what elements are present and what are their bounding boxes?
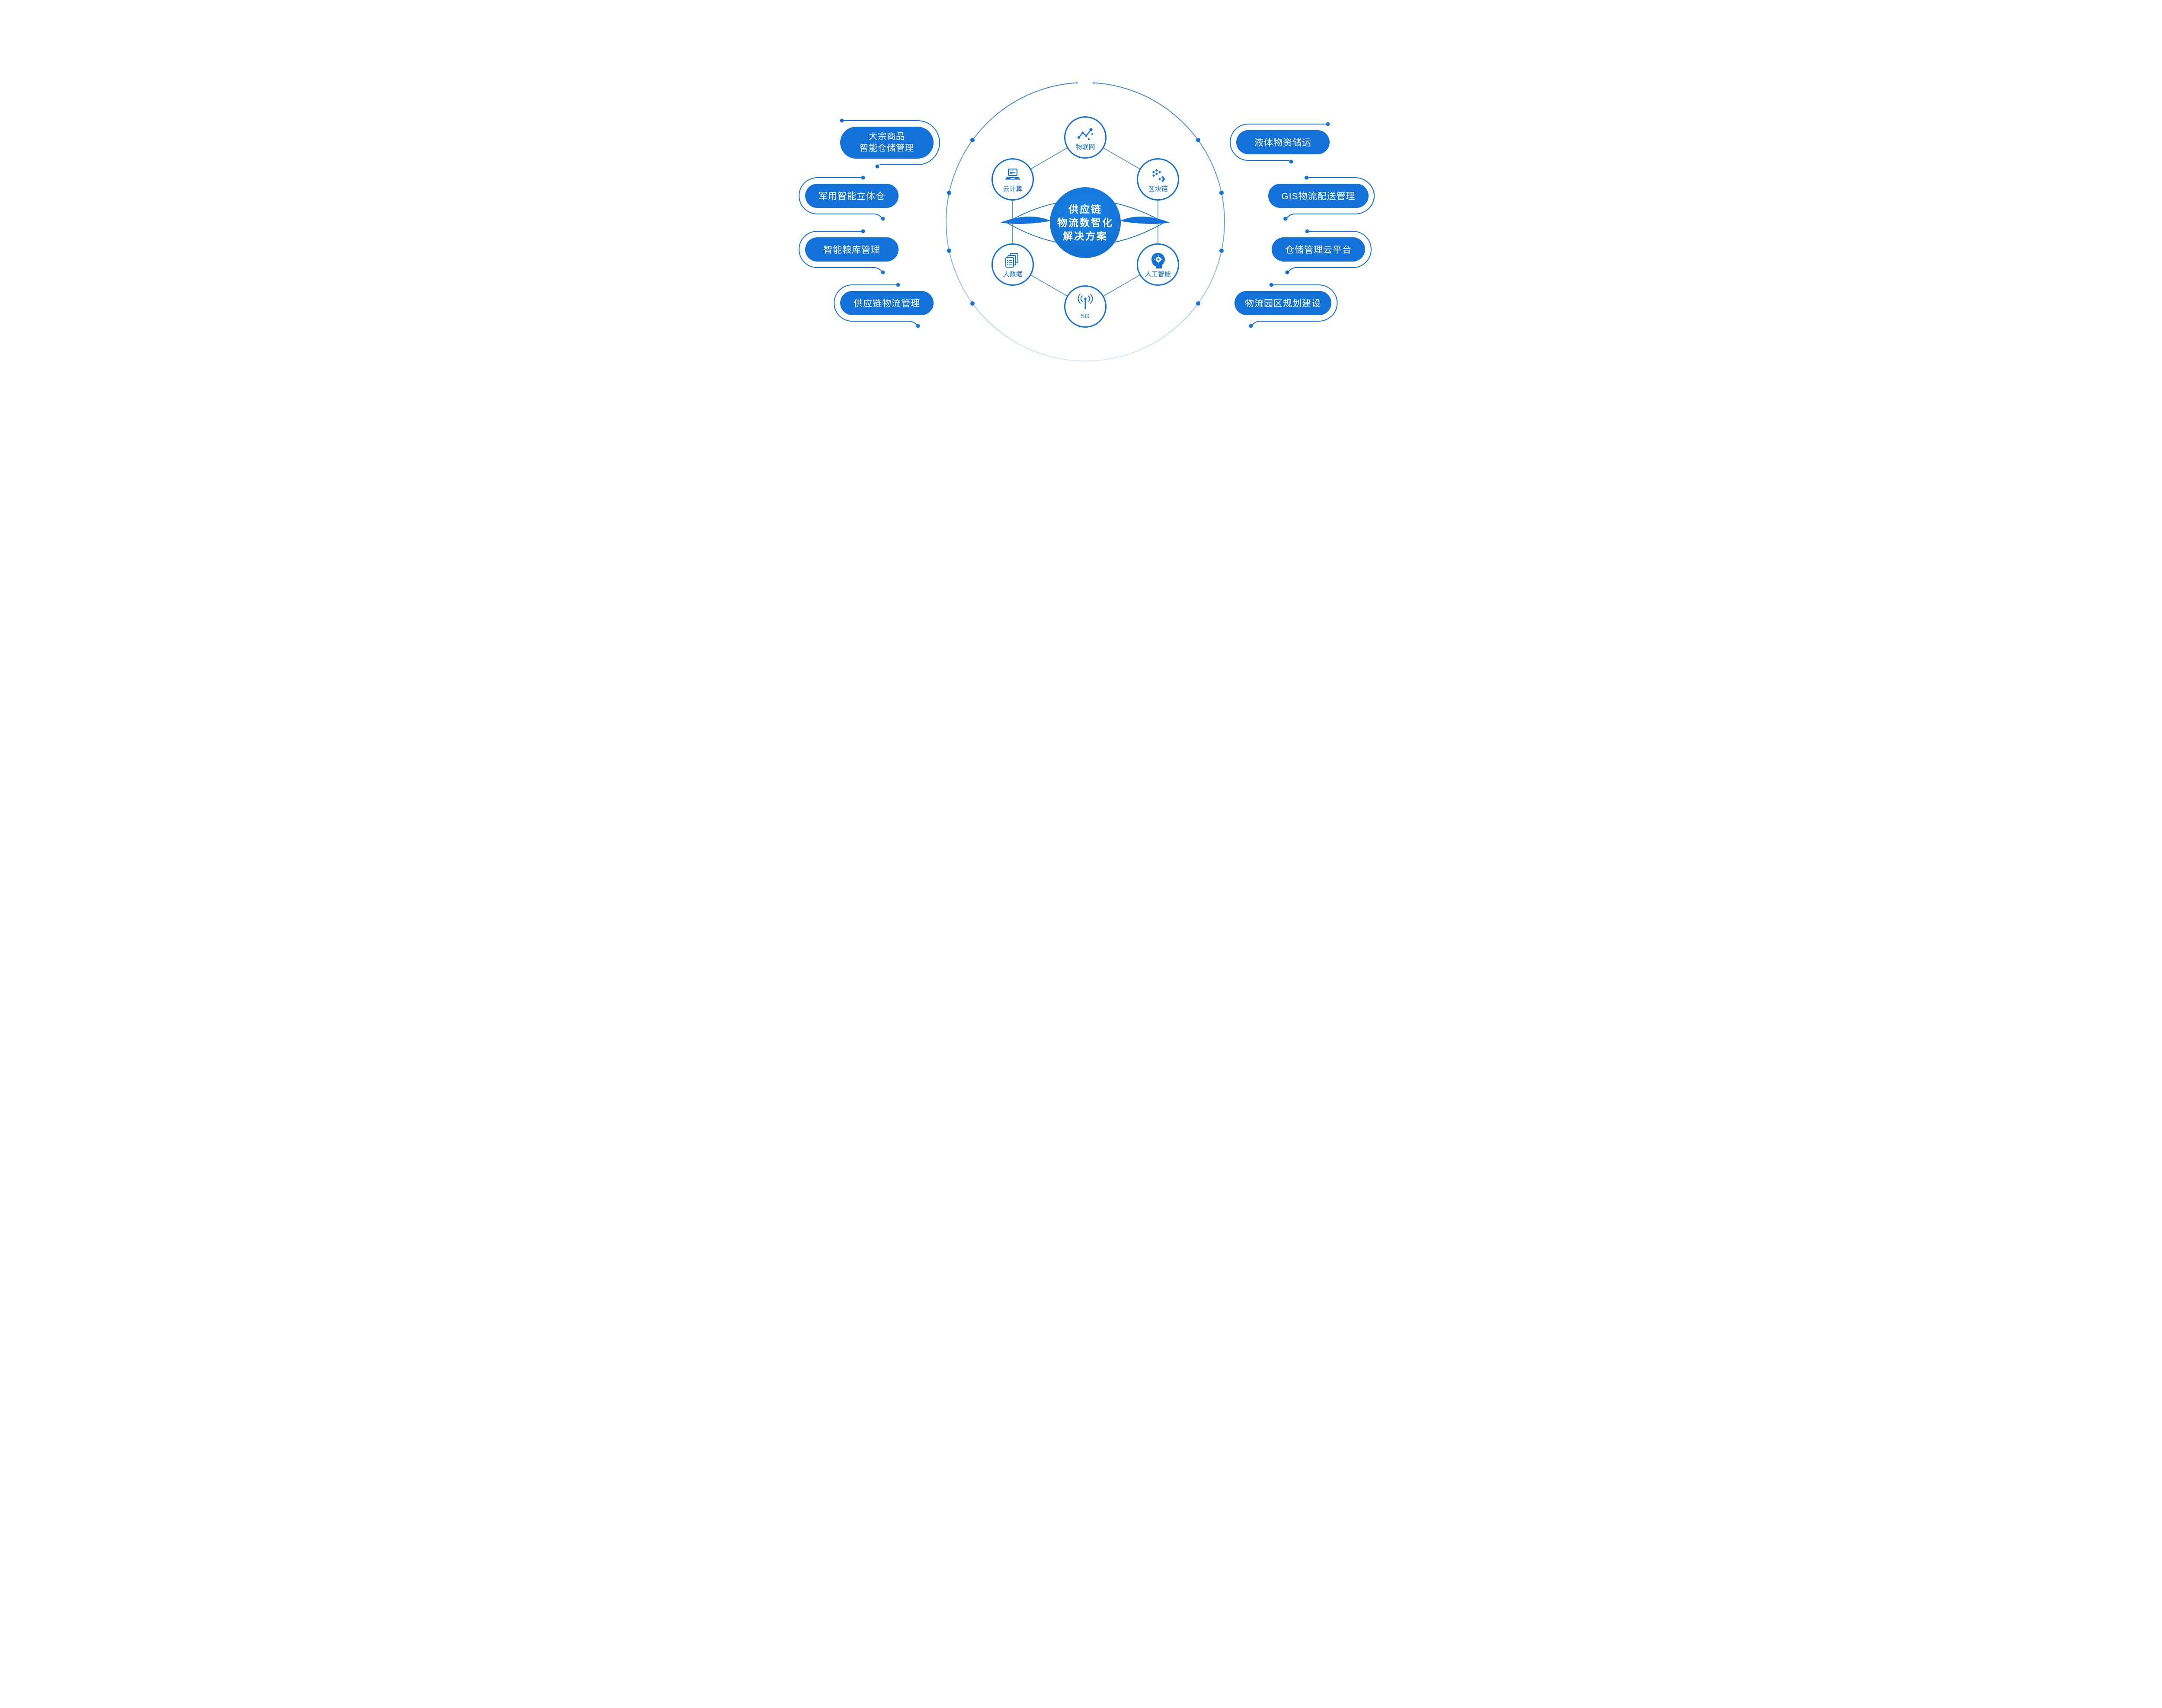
pill-orbit-decoration [1283,176,1375,221]
pill-warehouse-cloud-platform: 仓储管理云平台 [1259,224,1378,275]
node-label: 区块链 [1148,185,1168,193]
pill-orbit-decoration [840,118,940,169]
pill-orbit-decoration [1230,122,1330,164]
orbit-ring-dots [947,138,1224,306]
pill-text-line: 大宗商品 [869,132,905,141]
ring-gap-dot [1093,81,1095,84]
pill-orbit-decoration [1249,283,1338,328]
pill-orbit-decoration [1285,229,1372,275]
node-blockchain: 区块链 [1137,158,1179,201]
pill-orbit-decoration [834,283,920,328]
center-emblem: 供应链 物流数智化 解决方案 [995,169,1176,277]
5g-antenna-icon [1078,294,1093,310]
center-title-line: 供应链 [1068,203,1102,215]
pill-label: 智能粮库管理 [805,237,899,262]
center-title-line: 解决方案 [1063,230,1108,242]
pill-liquid-material-storage: 液体物资储运 [1223,117,1343,167]
pill-military-smart-warehouse: 军用智能立体仓 [792,171,911,221]
pill-text-line: 液体物资储运 [1254,138,1311,148]
center-title: 供应链 物流数智化 解决方案 [995,169,1176,277]
pill-gis-distribution-management: GIS物流配送管理 [1255,171,1382,221]
pill-bulk-commodity-smart-warehouse: 大宗商品 智能仓储管理 [827,114,947,172]
pill-text-line: 智能粮库管理 [823,245,880,255]
node-cloud-computing: 云计算 [991,158,1034,201]
node-ai: 人工智能 [1137,243,1179,286]
pill-text-line: 军用智能立体仓 [819,192,885,201]
blockchain-icon [1152,169,1166,182]
pill-text-line: 物流园区规划建设 [1245,299,1321,309]
pill-label: 物流园区规划建设 [1235,291,1331,315]
center-title-line: 物流数智化 [1057,217,1113,228]
iot-network-icon [1077,128,1093,140]
pill-label: 军用智能立体仓 [805,184,899,208]
node-big-data: 大数据 [991,243,1034,286]
pill-logistics-park-planning: 物流园区规划建设 [1222,278,1344,328]
pill-label: 大宗商品 智能仓储管理 [840,127,934,159]
pill-text-line: 仓储管理云平台 [1285,245,1352,255]
pill-smart-grain-depot: 智能粮库管理 [792,224,911,275]
pill-supply-chain-logistics: 供应链物流管理 [827,278,947,328]
node-5g: 5G [1064,285,1107,328]
cloud-computing-icon [1005,168,1020,180]
node-label: 云计算 [1003,185,1023,193]
ai-brain-icon [1151,253,1165,268]
pill-label: GIS物流配送管理 [1268,184,1369,208]
pill-orbit-decoration [799,176,885,221]
ring-gap-dot [1075,81,1078,84]
ring-top-gap [1078,79,1093,86]
node-label: 大数据 [1003,271,1023,278]
center-circle [1050,187,1121,258]
pill-text-line: GIS物流配送管理 [1281,192,1356,201]
pill-text-line: 供应链物流管理 [854,299,920,309]
infographic-canvas: 大宗商品 智能仓储管理 军用智能立体仓 智能粮库管理 供应链物流 [747,0,1415,438]
pill-label: 液体物资储运 [1236,130,1330,154]
node-label: 人工智能 [1145,271,1171,278]
node-label: 物联网 [1075,144,1095,151]
big-data-icon [1005,253,1018,268]
center-emblem-decoration [1001,187,1170,258]
node-iot: 物联网 [1064,116,1107,159]
pill-label: 供应链物流管理 [840,291,934,315]
node-label: 5G [1081,313,1090,320]
pill-text-line: 智能仓储管理 [860,144,914,153]
pill-orbit-decoration [799,229,885,275]
pill-label: 仓储管理云平台 [1272,237,1365,262]
